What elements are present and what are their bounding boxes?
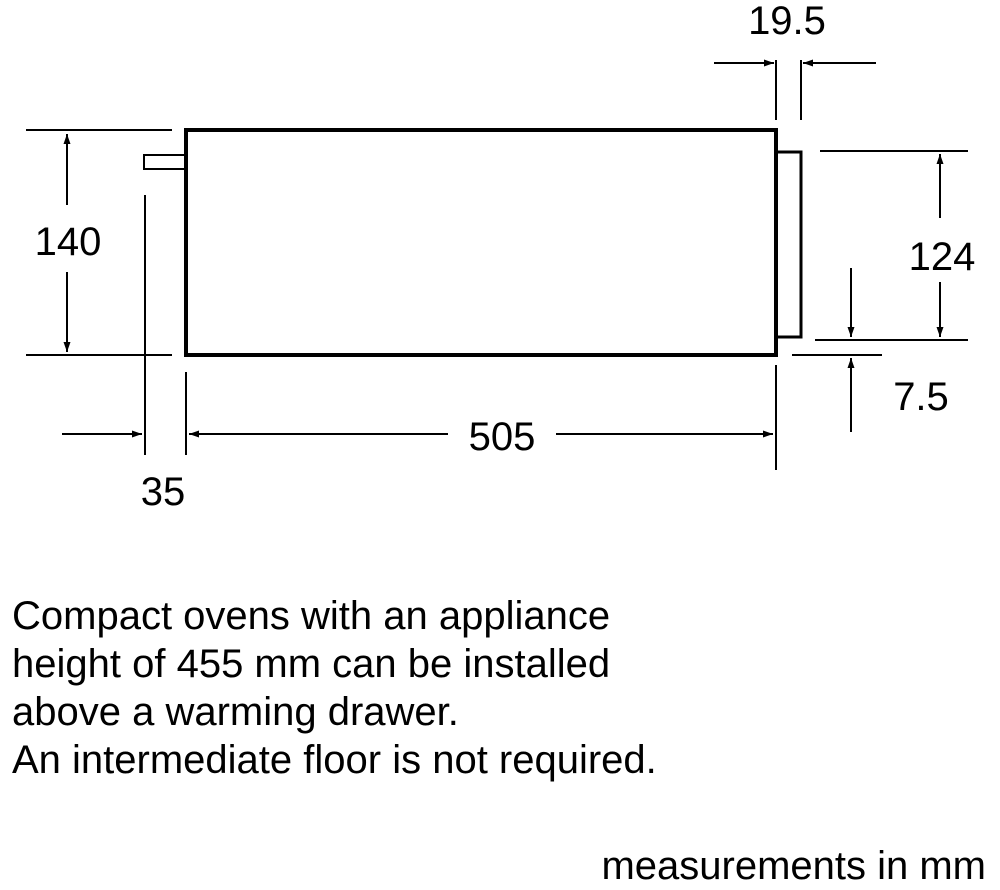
drawer-body <box>184 128 778 357</box>
rear-connector-pin <box>143 154 187 170</box>
warming-drawer-dimension-drawing: 19.5 140 124 7.5 505 35 <box>26 0 976 514</box>
units-label: measurements in mm <box>601 844 986 888</box>
dimension-arrows <box>62 59 944 438</box>
note-line: An intermediate floor is not required. <box>12 738 657 782</box>
note-line: Compact ovens with an appliance <box>12 594 611 638</box>
dim-label-front-height: 124 <box>909 235 976 279</box>
note-line: height of 455 mm can be installed <box>12 642 611 686</box>
dim-label-height: 140 <box>35 220 102 264</box>
dim-label-rear-offset: 35 <box>141 470 186 514</box>
extension-lines <box>26 60 968 470</box>
note-line: above a warming drawer. <box>12 690 459 734</box>
drawer-front-panel <box>774 150 803 339</box>
dim-label-depth: 505 <box>469 415 536 459</box>
installation-note: Compact ovens with an appliance height o… <box>12 592 992 784</box>
dim-label-bottom-offset: 7.5 <box>893 375 949 419</box>
dim-label-front-gap: 19.5 <box>748 0 826 43</box>
